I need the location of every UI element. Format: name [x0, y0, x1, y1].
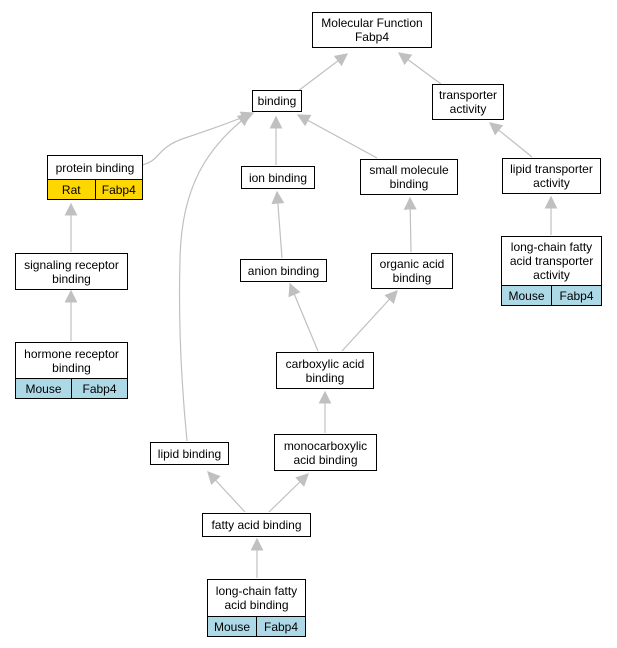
node-label: hormone receptor binding [24, 346, 119, 375]
node-label: signaling receptor binding [24, 257, 119, 286]
edge-organic-acid-to-small-molecule [403, 196, 417, 253]
node-label: protein binding [55, 160, 135, 175]
species-label: Mouse [508, 288, 545, 303]
node-label: transporter activity [438, 88, 498, 116]
edge-small-molecule-binding-to-binding [296, 114, 378, 159]
edge-lipid-transporter-to-transporter-activity [488, 122, 533, 158]
node-hormone-receptor-binding[interactable]: hormone receptor binding Mouse Fabp4 [15, 342, 128, 399]
gene-label: Fabp4 [71, 379, 127, 398]
node-carboxylic-acid-binding[interactable]: carboxylic acid binding [276, 352, 374, 389]
edge-transporter-activity-to-molecular-function [397, 52, 442, 85]
node-label: anion binding [247, 263, 320, 278]
species-label: Mouse [213, 619, 251, 634]
node-label: lipid binding [157, 446, 222, 461]
edge-binding-to-molecular-function [297, 53, 349, 92]
node-lipid-transporter-activity[interactable]: lipid transporter activity [502, 158, 601, 194]
gene-label: Fabp4 [551, 286, 601, 305]
node-molecular-function[interactable]: Molecular Function Fabp4 [312, 12, 432, 48]
node-protein-binding[interactable]: protein binding Rat Fabp4 [47, 155, 143, 200]
edge-protein-binding-to-binding [141, 111, 255, 166]
node-label: ion binding [248, 170, 308, 185]
node-small-molecule-binding[interactable]: small molecule binding [360, 159, 458, 195]
edge-lipid-binding-to-binding [178, 113, 252, 442]
annotation-row: Mouse Fabp4 [502, 285, 601, 305]
edge-carboxylic-acid-to-organic-acid [341, 290, 398, 352]
node-lipid-binding[interactable]: lipid binding [150, 442, 229, 465]
node-label: organic acid binding [379, 257, 445, 285]
node-label: fatty acid binding [211, 518, 302, 532]
edge-fatty-acid-to-monocarboxylic [268, 473, 309, 513]
node-signaling-receptor-binding[interactable]: signaling receptor binding [15, 253, 128, 290]
node-lcfa-transporter-activity[interactable]: long-chain fatty acid transporter activi… [501, 236, 602, 306]
node-organic-acid-binding[interactable]: organic acid binding [371, 253, 453, 289]
node-binding[interactable]: binding [252, 90, 302, 112]
node-lcfa-binding[interactable]: long-chain fatty acid binding Mouse Fabp… [207, 579, 306, 637]
node-ion-binding[interactable]: ion binding [241, 166, 315, 189]
annotation-row: Rat Fabp4 [48, 179, 142, 199]
annotation-row: Mouse Fabp4 [208, 616, 305, 636]
node-label: lipid transporter activity [510, 162, 593, 190]
node-label: long-chain fatty acid transporter activi… [509, 240, 594, 282]
node-fatty-acid-binding[interactable]: fatty acid binding [202, 513, 311, 537]
edge-carboxylic-acid-to-anion-binding [288, 282, 319, 352]
gene-label: Fabp4 [94, 180, 143, 199]
node-label: carboxylic acid binding [285, 356, 365, 385]
edge-fatty-acid-to-lipid-binding [207, 471, 246, 513]
species-label: Rat [61, 182, 81, 197]
node-transporter-activity[interactable]: transporter activity [432, 84, 504, 120]
annotation-row: Mouse Fabp4 [16, 378, 127, 398]
node-label: long-chain fatty acid binding [215, 584, 298, 612]
species-label: Mouse [25, 381, 62, 396]
node-monocarboxylic-acid-binding[interactable]: monocarboxylic acid binding [274, 434, 377, 471]
node-label: monocarboxylic acid binding [283, 438, 368, 467]
edge-anion-binding-to-ion-binding [271, 190, 285, 259]
node-anion-binding[interactable]: anion binding [240, 259, 327, 282]
node-label: Molecular Function Fabp4 [321, 16, 423, 44]
node-label: small molecule binding [369, 163, 449, 191]
gene-label: Fabp4 [256, 617, 305, 636]
node-label: binding [257, 94, 297, 108]
